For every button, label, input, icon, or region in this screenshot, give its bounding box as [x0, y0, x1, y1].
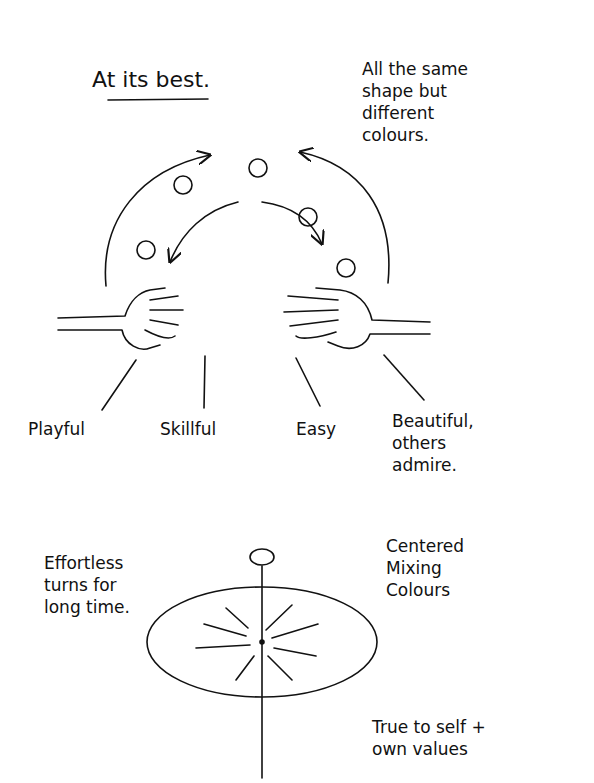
hand — [284, 288, 430, 348]
ball — [337, 259, 355, 277]
leader-line — [296, 358, 320, 406]
note-text: True to self + own values — [372, 716, 522, 760]
note-text: Effortless turns for long time. — [44, 552, 140, 618]
top-axis — [261, 566, 263, 778]
ball — [174, 176, 192, 194]
leader-line — [384, 355, 424, 400]
quality-label: Easy — [296, 418, 336, 440]
top-handle — [250, 549, 274, 565]
ball — [137, 241, 155, 259]
quality-label: Beautiful, others admire. — [392, 410, 502, 476]
note-text: Centered Mixing Colours — [386, 535, 496, 601]
top-disc — [147, 587, 377, 697]
quality-label: Skillful — [160, 418, 216, 440]
note-text: All the same shape but different colours… — [362, 58, 492, 146]
disc-centre — [260, 640, 264, 644]
sketch-title: At its best. — [92, 66, 210, 95]
title-underline — [108, 99, 208, 100]
throw-arc — [105, 155, 210, 286]
hand — [58, 288, 183, 349]
quality-label: Playful — [28, 418, 85, 440]
leader-line — [102, 360, 136, 410]
disc-spokes — [196, 605, 318, 680]
ball — [249, 159, 267, 177]
throw-arc — [300, 152, 389, 283]
throw-arc — [170, 202, 238, 262]
throw-arc — [262, 202, 322, 244]
leader-line — [204, 356, 205, 408]
